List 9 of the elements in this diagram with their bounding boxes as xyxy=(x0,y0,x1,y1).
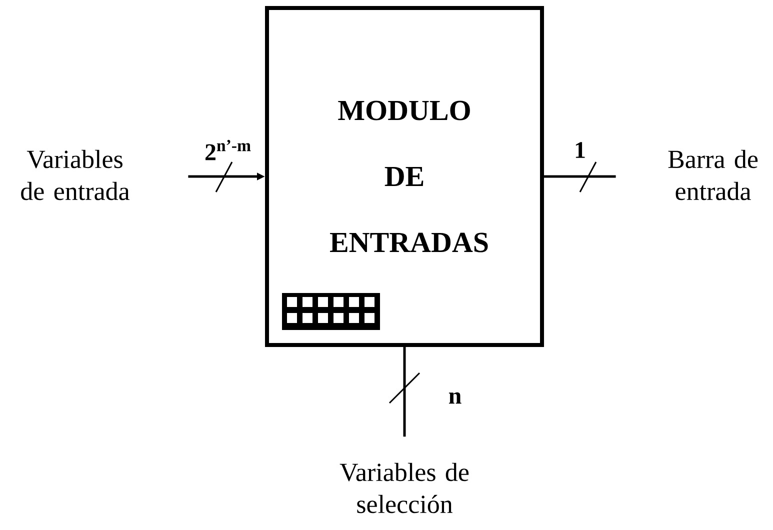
signal-label: Variables de selección xyxy=(340,462,469,514)
bus-width-label: n xyxy=(448,392,462,404)
module-box: MODULO DE ENTRADAS xyxy=(265,6,544,347)
bus-line xyxy=(544,175,616,178)
bus-width-label: 1 xyxy=(576,142,585,158)
bus-width-label: 2$^{n’-m}$ xyxy=(206,140,251,160)
signal-label: Barra de entrada xyxy=(668,150,758,200)
bus-line xyxy=(403,347,406,437)
signal-label: Variables de entrada xyxy=(21,150,130,200)
